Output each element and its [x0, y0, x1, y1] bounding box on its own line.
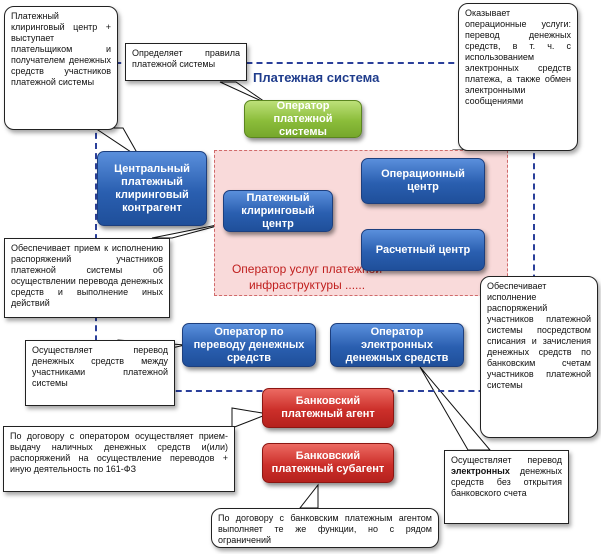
- node-payment-system-operator: Оператор платежной системы: [244, 100, 362, 138]
- callout-subagent: По договору с банковским платежным агент…: [211, 508, 439, 548]
- node-central-clearing-counterparty: Центральный платежный клиринговый контра…: [97, 151, 207, 226]
- emoney-text-2: денежных средств без открытия банковског…: [451, 466, 562, 498]
- node-settlement-center: Расчетный центр: [361, 229, 485, 271]
- node-money-transfer-operator: Оператор по переводу денежных средств: [182, 323, 316, 367]
- callout-emoney: Осуществляет перевод электронных денежны…: [444, 450, 569, 524]
- callout-operator: Определяет правила платежной системы: [125, 43, 247, 81]
- infrastructure-operator-dots: ......: [345, 278, 366, 292]
- node-clearing-center: Платежный клиринговый центр: [223, 190, 333, 232]
- infrastructure-operator-label: Оператор услуг платежной инфраструктуры …: [222, 261, 392, 293]
- node-bank-payment-subagent: Банковский платежный субагент: [262, 443, 394, 483]
- node-emoney-operator: Оператор электронных денежных средств: [330, 323, 464, 367]
- callout-bank-agent: По договору с оператором осуществляет пр…: [3, 426, 235, 492]
- callout-operational: Оказывает операционные услуги: перевод д…: [458, 3, 578, 151]
- infrastructure-operator-text: Оператор услуг платежной инфраструктуры: [231, 262, 383, 292]
- callout-settlement: Обеспечивает исполнение распоряжений уча…: [480, 276, 598, 438]
- pointer-subagent: [298, 483, 319, 509]
- emoney-text-1: Осуществляет перевод: [451, 455, 562, 465]
- node-bank-payment-agent: Банковский платежный агент: [262, 388, 394, 428]
- pointer-operator: [219, 81, 269, 105]
- emoney-text-bold: электронных: [451, 466, 510, 476]
- callout-money-transfer: Осуществляет перевод денежных средств ме…: [25, 340, 175, 406]
- callout-clearing: Обеспечивает прием к исполнению распоряж…: [4, 238, 170, 318]
- node-operational-center: Операционный центр: [361, 158, 485, 204]
- pointer-agent: [231, 407, 270, 429]
- callout-ccp: Платежный клиринговый центр + выступает …: [4, 6, 118, 130]
- payment-system-title: Платежная система: [253, 70, 380, 85]
